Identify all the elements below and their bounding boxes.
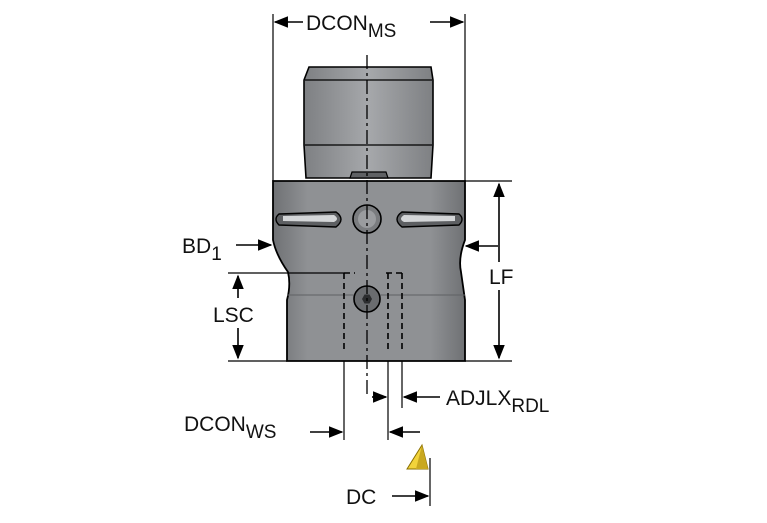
label-bd1: BD1: [182, 235, 222, 265]
label-lsc: LSC: [213, 304, 254, 327]
insert: [406, 443, 429, 470]
dim-adjlx-rdl: ADJLXRDL: [372, 361, 549, 417]
label-dcon-ms: DCONMS: [306, 12, 396, 42]
dim-lsc: LSC: [213, 272, 344, 362]
dim-bd1: BD1: [182, 235, 273, 265]
label-dc: DC: [346, 486, 376, 509]
upper-shank: [303, 66, 434, 179]
dim-dc: DC: [346, 458, 431, 509]
hidden-bore: [343, 272, 403, 350]
clamp-slot-right: [396, 211, 463, 228]
label-dcon-ws: DCONWS: [184, 413, 276, 443]
label-adjlx-rdl: ADJLXRDL: [446, 387, 549, 417]
dim-dcon-ms: DCONMS: [272, 12, 466, 181]
dim-lf: LF: [464, 180, 514, 362]
label-lf: LF: [489, 266, 514, 289]
dim-dcon-ws: DCONWS: [184, 361, 420, 443]
clamp-slot-left: [275, 211, 342, 228]
